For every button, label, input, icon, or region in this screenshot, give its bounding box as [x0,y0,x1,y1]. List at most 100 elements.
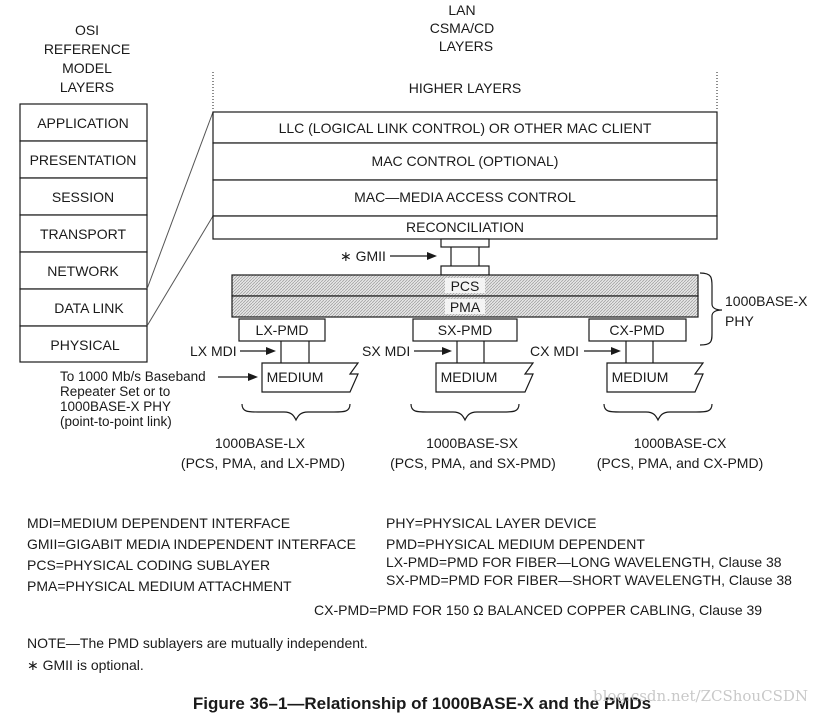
pcs-label: PCS [451,278,480,294]
phy-bracket-label: 1000BASE-X [725,293,808,309]
repeater-note-line: Repeater Set or to [60,384,170,399]
repeater-note-line: To 1000 Mb/s Baseband [60,369,206,384]
osi-layer-label: DATA LINK [54,300,124,316]
medium-shape [606,362,705,393]
phy-name: 1000BASE-CX [634,435,727,451]
pma-label: PMA [450,299,481,315]
phy-names: 1000BASE-LX (PCS, PMA, and LX-PMD) 1000B… [181,435,763,471]
repeater-note-line: (point-to-point link) [60,414,172,429]
osi-header-line: REFERENCE [44,41,130,57]
pmd-sx: SX-PMD [412,318,518,342]
lan-layer-mac [212,179,718,217]
osi-layer-label: NETWORK [47,263,119,279]
mdi-connectors [280,341,654,363]
cx-pmd-box [588,318,687,342]
higher-layers-label: HIGHER LAYERS [409,80,522,96]
legend-entry: PMA=PHYSICAL MEDIUM ATTACHMENT [27,578,292,594]
legend-entry: PMD=PHYSICAL MEDIUM DEPENDENT [386,536,645,552]
medium-label: MEDIUM [612,369,669,385]
osi-layer-application [19,103,148,142]
gmii-note: ∗ GMII is optional. [27,657,144,673]
sx-brace [410,403,520,422]
cx-pmd-label: CX-PMD [609,322,664,338]
legend-entry: PHY=PHYSICAL LAYER DEVICE [386,515,596,531]
figure-caption: Figure 36–1—Relationship of 1000BASE-X a… [193,694,651,713]
cx-brace [603,403,713,422]
phy-bracket-label: PHY [725,313,754,329]
osi-header-line: LAYERS [60,79,114,95]
legend-right: PHY=PHYSICAL LAYER DEVICE PMD=PHYSICAL M… [386,515,792,588]
legend-entry: SX-PMD=PMD FOR FIBER—SHORT WAVELENGTH, C… [386,572,792,588]
osi-header-line: MODEL [62,60,112,76]
lx-mdi-label: LX MDI [190,343,237,359]
lan-layer-label: LLC (LOGICAL LINK CONTROL) OR OTHER MAC … [279,120,652,136]
pmd-note: NOTE—The PMD sublayers are mutually inde… [27,635,368,651]
osi-header-line: OSI [75,22,99,38]
sx-mdi-label: SX MDI [362,343,410,359]
lx-mdi-arrow [240,347,276,355]
osi-layer-stack: APPLICATION PRESENTATION SESSION TRANSPO… [19,103,148,363]
osi-layer-label: PRESENTATION [30,152,137,168]
medium-sx: MEDIUM [435,362,535,393]
osi-layer-presentation [19,140,148,179]
mapping-line-bottom [146,215,214,327]
cx-mdi-label: CX MDI [530,343,579,359]
sx-pmd-label: SX-PMD [438,322,492,338]
legend-entry: PCS=PHYSICAL CODING SUBLAYER [27,557,270,573]
medium-lx: MEDIUM [261,362,360,393]
legend-entry: LX-PMD=PMD FOR FIBER—LONG WAVELENGTH, Cl… [386,554,782,570]
osi-layer-label: TRANSPORT [40,226,127,242]
medium-cx: MEDIUM [606,362,705,393]
lx-pmd-box [238,318,326,342]
medium-shape [435,362,535,393]
lan-layer-llc [212,111,718,144]
lan-layer-label: RECONCILIATION [406,219,524,235]
sx-mdi-arrow [414,347,452,355]
gmii-top-tab [440,238,490,248]
pma-label-bg [445,299,485,314]
osi-layer-label: SESSION [52,189,114,205]
pcs-label-bg [445,278,485,293]
pmd-cx: CX-PMD [588,318,687,342]
lan-layer-label: MAC CONTROL (OPTIONAL) [372,153,559,169]
phy-name: 1000BASE-LX [215,435,306,451]
pmd-lx: LX-PMD [238,318,326,342]
legend-entry: MDI=MEDIUM DEPENDENT INTERFACE [27,515,290,531]
lx-brace [241,403,351,422]
osi-layer-physical [19,325,148,363]
phy-description: (PCS, PMA, and LX-PMD) [181,455,345,471]
osi-layer-data-link [19,288,148,327]
medium-label: MEDIUM [267,369,324,385]
osi-layer-label: PHYSICAL [50,337,119,353]
lan-header: LAN CSMA/CD LAYERS [430,2,495,54]
phy-bracket [699,272,723,346]
lan-layer-label: MAC—MEDIA ACCESS CONTROL [354,189,576,205]
gmii-arrow [390,252,437,260]
lan-header-line: CSMA/CD [430,20,495,36]
legend-cx-entry: CX-PMD=PMD FOR 150 Ω BALANCED COPPER CAB… [314,602,762,618]
osi-layer-session [19,177,148,216]
repeater-note-line: 1000BASE-X PHY [60,399,171,414]
lan-layer-stack: LLC (LOGICAL LINK CONTROL) OR OTHER MAC … [212,111,718,240]
watermark: blog.csdn.net/ZCShouCSDN [593,687,808,705]
repeater-arrow [218,373,258,381]
osi-layer-transport [19,214,148,253]
legend-left: MDI=MEDIUM DEPENDENT INTERFACE GMII=GIGA… [27,515,356,594]
lan-header-line: LAN [448,2,475,18]
phy-description: (PCS, PMA, and CX-PMD) [597,455,763,471]
medium-shape [261,362,360,393]
repeater-note: To 1000 Mb/s Baseband Repeater Set or to… [60,369,206,429]
osi-header: OSI REFERENCE MODEL LAYERS [44,22,130,95]
osi-layer-label: APPLICATION [37,115,129,131]
lan-header-line: LAYERS [439,38,493,54]
cx-mdi-arrow [584,347,621,355]
mapping-line-top [146,111,214,290]
gmii-bottom-tab [440,265,490,276]
gmii-label: ∗ GMII [340,248,386,264]
phy-description: (PCS, PMA, and SX-PMD) [390,455,556,471]
medium-label: MEDIUM [441,369,498,385]
gmii-connector [440,238,490,276]
legend-entry: GMII=GIGABIT MEDIA INDEPENDENT INTERFACE [27,536,356,552]
sx-pmd-box [412,318,518,342]
